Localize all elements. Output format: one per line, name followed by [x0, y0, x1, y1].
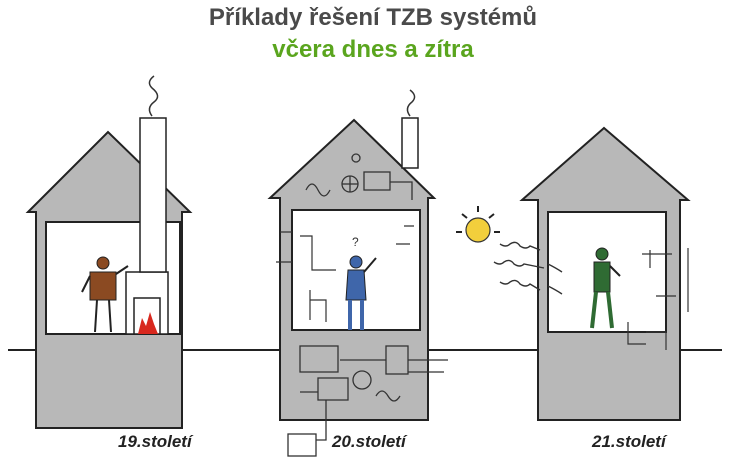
person-20-icon: ?: [345, 235, 377, 330]
smoke-icon: [148, 75, 159, 117]
attic-equipment: [305, 153, 413, 200]
smoke-icon: [406, 89, 416, 117]
solar-rays: [493, 241, 563, 295]
person-21-icon: [590, 247, 621, 329]
fireplace-chimney: [125, 75, 169, 335]
page-subtitle: včera dnes a zítra: [272, 36, 474, 63]
caption-20th-century: 20.století: [332, 432, 406, 451]
fire-icon: [138, 312, 158, 334]
caption-21st-century: 21.století: [592, 432, 666, 451]
sun-icon: [456, 206, 500, 243]
house-19th-century: [25, 75, 193, 429]
basement-equipment: [287, 345, 448, 457]
caption-19th-century: 19.století: [118, 432, 192, 451]
house-21st-century: [456, 126, 691, 421]
house-20th-century: ?: [267, 89, 448, 457]
wall-installations: [627, 248, 689, 350]
svg-text:?: ?: [352, 235, 359, 249]
chimney-20: [401, 117, 419, 169]
page-title: Příklady řešení TZB systémů: [208, 4, 538, 31]
person-19-icon: [81, 256, 129, 333]
wall-pipes: [276, 225, 414, 322]
